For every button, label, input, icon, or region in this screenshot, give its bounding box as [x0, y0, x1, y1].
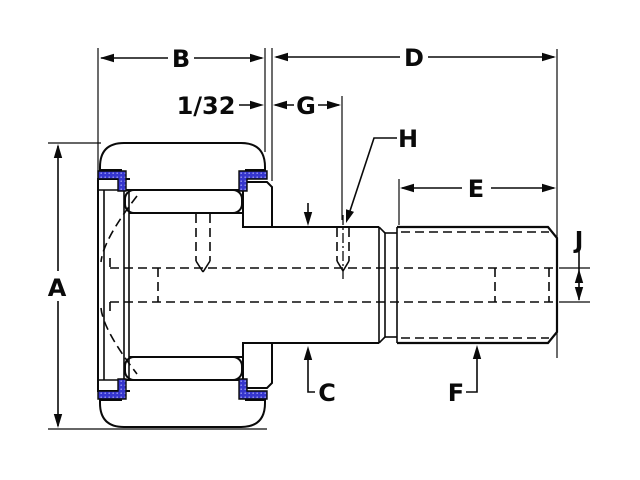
- arrow-down: [574, 287, 584, 301]
- arrow-right: [542, 183, 556, 193]
- arrow-left: [400, 183, 414, 193]
- seals: [97, 170, 268, 400]
- dimension-A: A: [48, 142, 267, 430]
- dimension-F: F: [448, 345, 482, 407]
- dim-label-C: C: [318, 379, 336, 407]
- head-lube-hole: [195, 214, 211, 273]
- seal-bottom-right: [238, 378, 268, 400]
- dim-label-D: D: [404, 44, 424, 72]
- stud-left-faces: [123, 190, 130, 380]
- arrow-left: [274, 52, 288, 62]
- flange-top-section: [242, 181, 273, 228]
- dim-label-gap: 1/32: [177, 92, 236, 120]
- arrow-up: [303, 346, 313, 360]
- hex-socket-hidden-arc-top: [100, 195, 138, 263]
- dim-label-B: B: [172, 45, 190, 73]
- bearing-part: [97, 142, 559, 428]
- axial-lube-hole: [110, 267, 556, 303]
- pilot-lube-hole: [336, 215, 350, 280]
- arrow-up: [53, 144, 63, 158]
- dim-label-A: A: [48, 274, 67, 302]
- thread-relief-neck: [378, 226, 398, 344]
- seal-bottom-left: [97, 378, 127, 400]
- seal-top-left: [97, 170, 127, 192]
- dimension-gap-1-32: 1/32: [177, 92, 264, 120]
- outer-ring-bottom-section: [99, 379, 266, 428]
- hex-socket-hidden-arc-bottom: [100, 307, 138, 375]
- arrow-right: [250, 100, 264, 110]
- arrow-right: [327, 100, 341, 110]
- arrow-up: [574, 269, 584, 283]
- dimension-C: C: [303, 203, 336, 407]
- dimension-H: H: [346, 125, 418, 223]
- dimension-D: D: [271, 44, 558, 358]
- dim-label-G: G: [296, 92, 316, 120]
- dim-label-H: H: [398, 125, 418, 153]
- arrow-right: [250, 53, 264, 63]
- dimension-G: G: [273, 92, 343, 220]
- dimension-B: B: [97, 45, 266, 178]
- dim-label-J: J: [573, 228, 584, 254]
- dimension-E: E: [398, 175, 556, 225]
- dimension-J: J: [559, 228, 590, 303]
- dim-label-F: F: [448, 379, 464, 407]
- arrow-left: [100, 53, 114, 63]
- arrow-right: [542, 52, 556, 62]
- arrow-up: [472, 345, 482, 359]
- outer-ring-top-section: [99, 142, 266, 191]
- stud-pilot: [272, 226, 379, 344]
- arrow-down: [53, 414, 63, 428]
- arrow-left: [273, 100, 287, 110]
- arrow-leader: [346, 209, 354, 223]
- arrow-down: [303, 212, 313, 226]
- dim-label-E: E: [468, 175, 484, 203]
- seal-top-right: [238, 170, 268, 192]
